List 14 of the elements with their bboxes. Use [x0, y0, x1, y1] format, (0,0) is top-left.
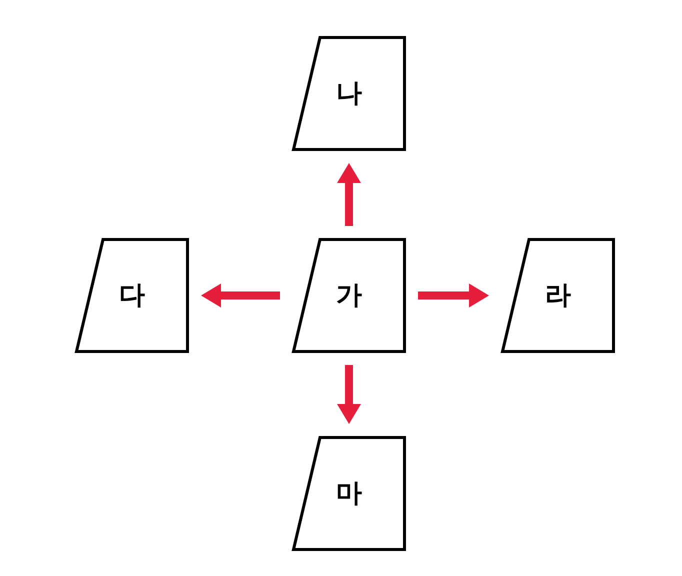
node-label: 나 [336, 78, 362, 110]
trapezoid-node [75, 238, 189, 353]
arrow [418, 284, 489, 308]
node-label: 가 [336, 280, 362, 312]
node-label: 마 [336, 478, 362, 510]
node-label: 라 [545, 280, 571, 312]
arrow [337, 365, 361, 424]
trapezoid-node [501, 238, 615, 353]
trapezoid-node [292, 436, 406, 551]
arrow [201, 284, 280, 308]
trapezoid-node [292, 36, 406, 151]
arrow [337, 163, 361, 226]
trapezoid-node [292, 238, 406, 353]
node-label: 다 [119, 280, 145, 312]
